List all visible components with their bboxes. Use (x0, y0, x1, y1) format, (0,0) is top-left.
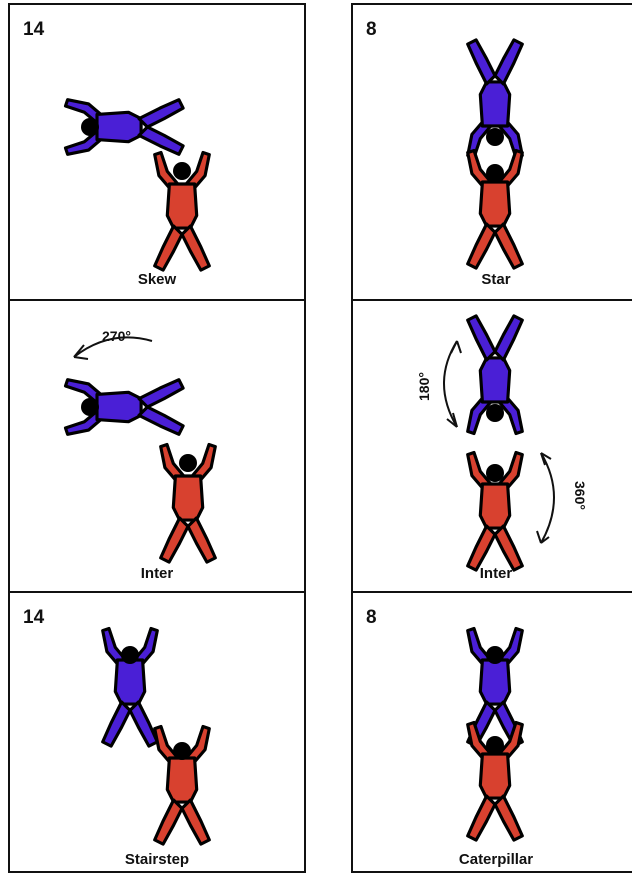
cell-stairstep: 14 Stairstep (10, 591, 304, 873)
rotation-180-label: 180° (416, 372, 432, 401)
points-value: 8 (366, 19, 377, 40)
cell-skew: 14 Skew (10, 5, 304, 299)
star-figure (466, 38, 524, 270)
formation-label: Skew (137, 271, 177, 288)
points-value: 8 (366, 607, 377, 628)
inter-left-figure: 270° (63, 328, 217, 564)
cell-star: 8 Star (353, 5, 632, 299)
formation-label: Inter (479, 565, 513, 582)
formation-label: Inter (140, 565, 174, 582)
inter-right-figure: 180° 360° (416, 314, 588, 572)
rotation-360-label: 360° (572, 481, 588, 510)
cell-inter-right: 180° 360° Inter (353, 299, 632, 591)
rotation-arrow (73, 336, 153, 358)
stairstep-figure (101, 626, 211, 846)
points-value: 14 (23, 19, 45, 40)
cell-inter-left: 270° Inter (10, 299, 304, 591)
rotation-270-label: 270° (102, 328, 131, 344)
cell-caterpillar: 8 Caterpillar (353, 591, 632, 873)
skew-figure (63, 98, 211, 272)
blue-jumper-head (81, 118, 99, 136)
formation-label: Caterpillar (458, 851, 534, 868)
caterpillar-figure (466, 626, 524, 842)
formation-label: Stairstep (124, 851, 190, 868)
formation-label: Star (481, 271, 511, 288)
points-value: 14 (23, 607, 45, 628)
left-column: 14 Skew 270° Inter (8, 3, 306, 873)
right-column: 8 Star 180° 360° (351, 3, 632, 873)
red-jumper-head (173, 162, 191, 180)
